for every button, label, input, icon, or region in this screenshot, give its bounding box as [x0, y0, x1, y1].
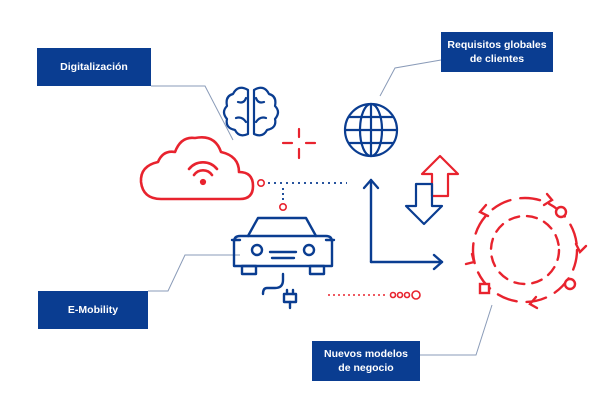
up-down-arrows-icon: [404, 154, 460, 226]
label-emobility: E-Mobility: [38, 291, 148, 329]
connector-emobility: [148, 254, 240, 292]
label-emobility-text: E-Mobility: [67, 304, 119, 316]
crosshair-icon: [281, 127, 317, 160]
label-requisitos-text: Requisitos globales de clientes: [447, 39, 547, 65]
label-digitalizacion-text: Digitalización: [60, 61, 128, 73]
label-requisitos: Requisitos globales de clientes: [441, 32, 553, 72]
globe-icon: [343, 102, 399, 158]
brain-icon: [222, 86, 280, 137]
connector-digitalizacion: [151, 85, 234, 141]
dotted-connector-cloud: [256, 179, 347, 212]
axis-arrows-icon: [362, 178, 444, 271]
label-nuevos-text: Nuevos modelos de negocio: [323, 348, 409, 374]
cloud-wifi-icon: [139, 136, 255, 201]
label-digitalizacion: Digitalización: [37, 48, 151, 86]
car-plug-icon: [230, 216, 336, 310]
label-nuevos-modelos: Nuevos modelos de negocio: [312, 341, 420, 381]
connector-lines: [148, 59, 493, 356]
dotted-connector-car: [328, 290, 421, 300]
cycle-icon: [464, 192, 588, 310]
connector-requisitos: [379, 59, 442, 97]
connector-nuevos: [420, 304, 493, 356]
